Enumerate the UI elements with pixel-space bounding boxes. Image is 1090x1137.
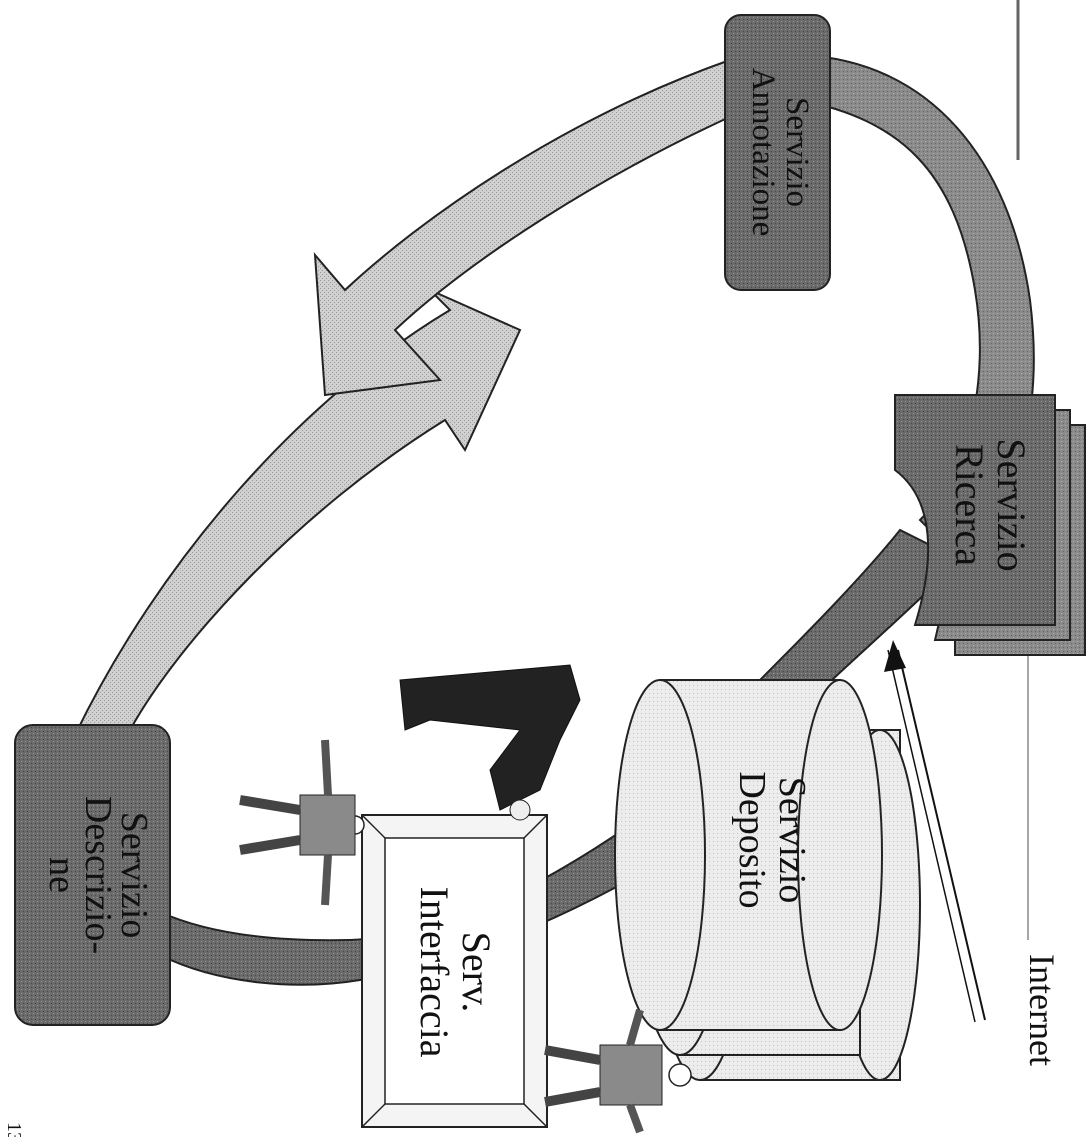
light-cycle-arrow <box>73 58 747 737</box>
annotazione-line2: Annotazione <box>745 68 781 237</box>
ricerca-line2: Ricerca <box>947 444 992 566</box>
servizio-interfaccia-node[interactable]: Serv. Interfaccia <box>361 814 548 1128</box>
deposito-line2: Deposito <box>731 771 773 908</box>
person-figure-bending <box>399 664 581 821</box>
annotazione-line1: Servizio <box>779 97 815 207</box>
page-number: 13 <box>3 1122 25 1137</box>
servizio-ricerca-node[interactable]: Servizio Ricerca <box>894 394 1086 656</box>
person-figure-standing-right <box>544 1008 692 1134</box>
person-figure-standing-left <box>239 739 365 906</box>
ricerca-line1: Servizio <box>989 438 1034 571</box>
interfaccia-line1: Serv. <box>454 932 499 1013</box>
descrizione-line3: ne <box>41 857 83 893</box>
descrizione-line2: Descrizio- <box>77 796 119 954</box>
page-edge-lines <box>1016 0 1029 940</box>
internet-label: Internet <box>1022 954 1062 1066</box>
interfaccia-line2: Interfaccia <box>412 887 457 1058</box>
servizio-deposito-node[interactable]: Servizio Deposito <box>614 679 921 1081</box>
servizio-descrizione-node[interactable]: Servizio Descrizio- ne <box>14 724 171 1026</box>
servizio-annotazione-node[interactable]: Servizio Annotazione <box>724 14 831 291</box>
deposito-line1: Servizio <box>771 777 813 904</box>
descrizione-line1: Servizio <box>113 812 155 939</box>
internet-pointer <box>884 640 986 1023</box>
